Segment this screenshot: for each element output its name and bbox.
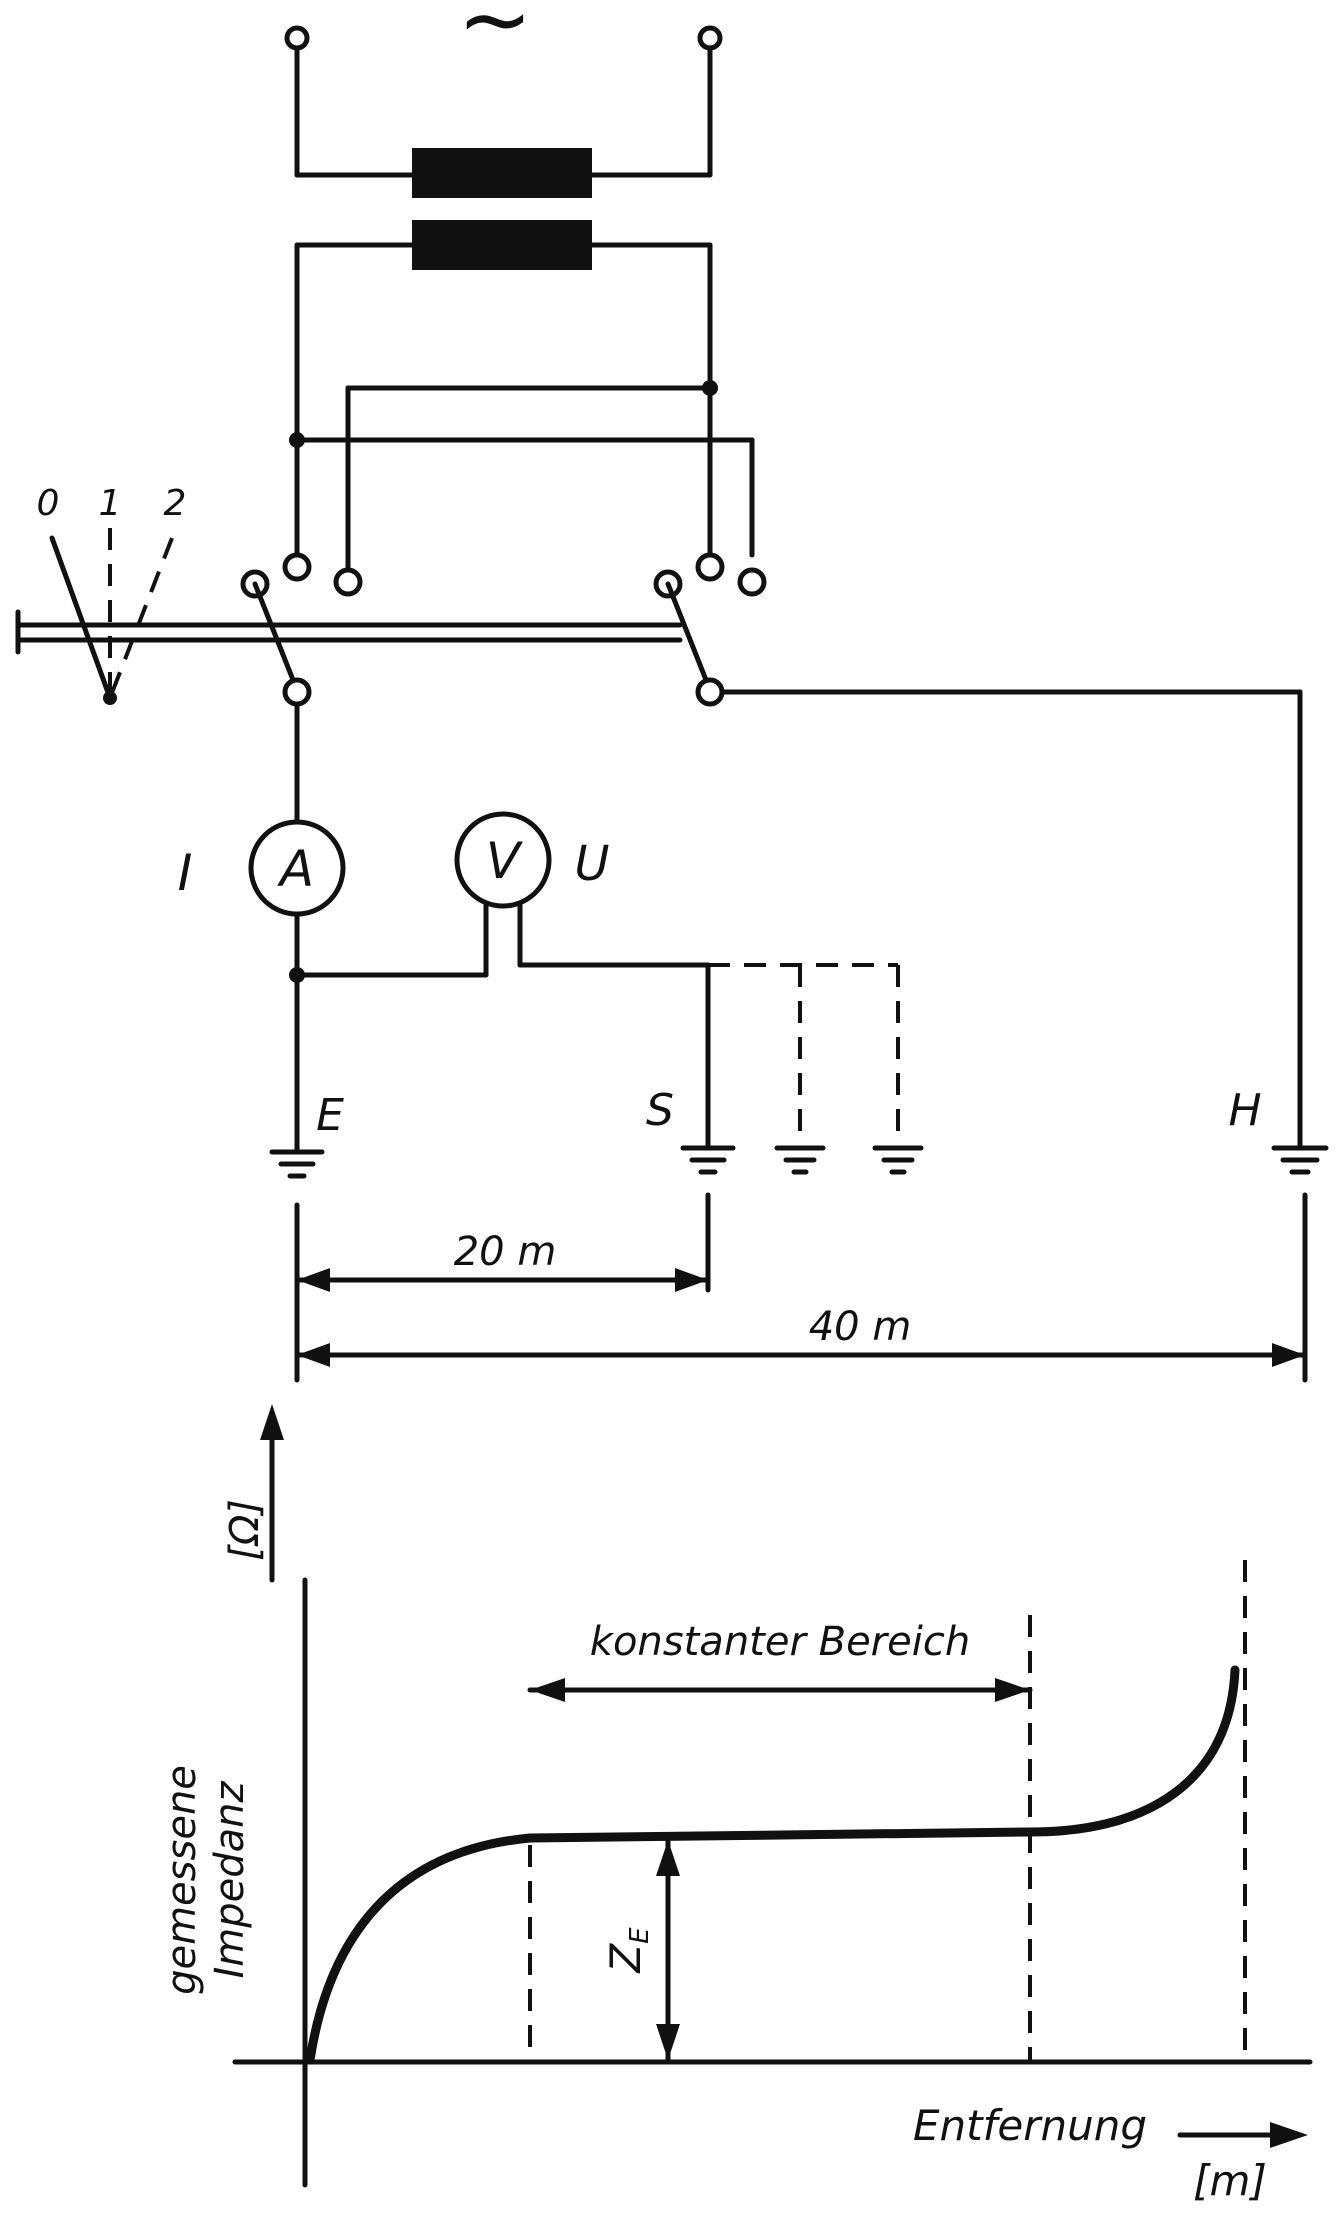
ammeter-symbol: A: [277, 840, 314, 898]
ground-symbol-e: [269, 1149, 325, 1179]
y-axis-title: gemessene Impedanz: [159, 1765, 253, 1995]
transformer-secondary: [294, 220, 713, 558]
impedance-curve: [305, 1665, 1240, 2065]
distance-probe-label: 20 m: [454, 1229, 557, 1275]
input-terminal-right: [697, 25, 723, 51]
input-terminal-left: [284, 25, 310, 51]
ganged-switch[interactable]: [15, 581, 725, 707]
ground-symbol-alt-2: [872, 1145, 924, 1175]
transformer-primary: [284, 25, 723, 198]
ground-symbol-h: [1271, 1145, 1329, 1175]
switch-terminals: [240, 552, 767, 599]
ze-subscript: E: [625, 1927, 655, 1944]
ammeter: A: [248, 819, 346, 917]
switch-position-indicator: 0 1 2: [37, 483, 187, 705]
distance-aux-label: 40 m: [809, 1304, 912, 1350]
auxiliary-electrode-label: H: [1228, 1085, 1261, 1136]
ac-source-symbol: ~: [457, 0, 532, 72]
ze-symbol: Z: [601, 1943, 650, 1974]
cross-wiring: [289, 380, 755, 573]
y-axis-title-line-2: Impedanz: [207, 1780, 253, 1978]
earth-electrode-label: E: [316, 1090, 344, 1141]
y-axis-title-line-1: gemessene: [159, 1765, 205, 1995]
svg-text:ZE: ZE: [601, 1927, 655, 1974]
y-axis-unit: [Ω]: [222, 1499, 268, 1561]
ground-symbol-alt-1: [774, 1145, 826, 1175]
dimension-40m: 40 m: [294, 1192, 1308, 1383]
x-axis-unit: [m]: [1193, 2156, 1267, 2205]
secondary-winding: [412, 220, 592, 270]
y-axis-unit-text: [Ω]: [222, 1499, 268, 1561]
voltmeter-symbol: V: [486, 832, 524, 890]
probe-electrode-label: S: [646, 1085, 674, 1136]
primary-winding: [412, 148, 592, 198]
switch-position-2: 2: [164, 483, 187, 524]
voltmeter: V: [454, 811, 552, 909]
circuit-diagram: ~: [15, 0, 1329, 1383]
x-axis-title: Entfernung: [913, 2101, 1147, 2150]
current-label: I: [178, 844, 193, 902]
switch-position-0: 0: [37, 483, 60, 524]
ze-label: ZE: [601, 1927, 655, 1974]
ground-symbol-s: [680, 1145, 736, 1175]
constant-range-label: konstanter Bereich: [590, 1619, 970, 1665]
impedance-graph: konstanter Bereich ZE gemessene Impedanz…: [159, 1404, 1313, 2205]
dimension-20m: 20 m: [294, 1192, 711, 1383]
alternate-probe-positions: [708, 963, 900, 1145]
switch-position-1: 1: [99, 483, 122, 524]
voltage-label: U: [574, 836, 609, 892]
